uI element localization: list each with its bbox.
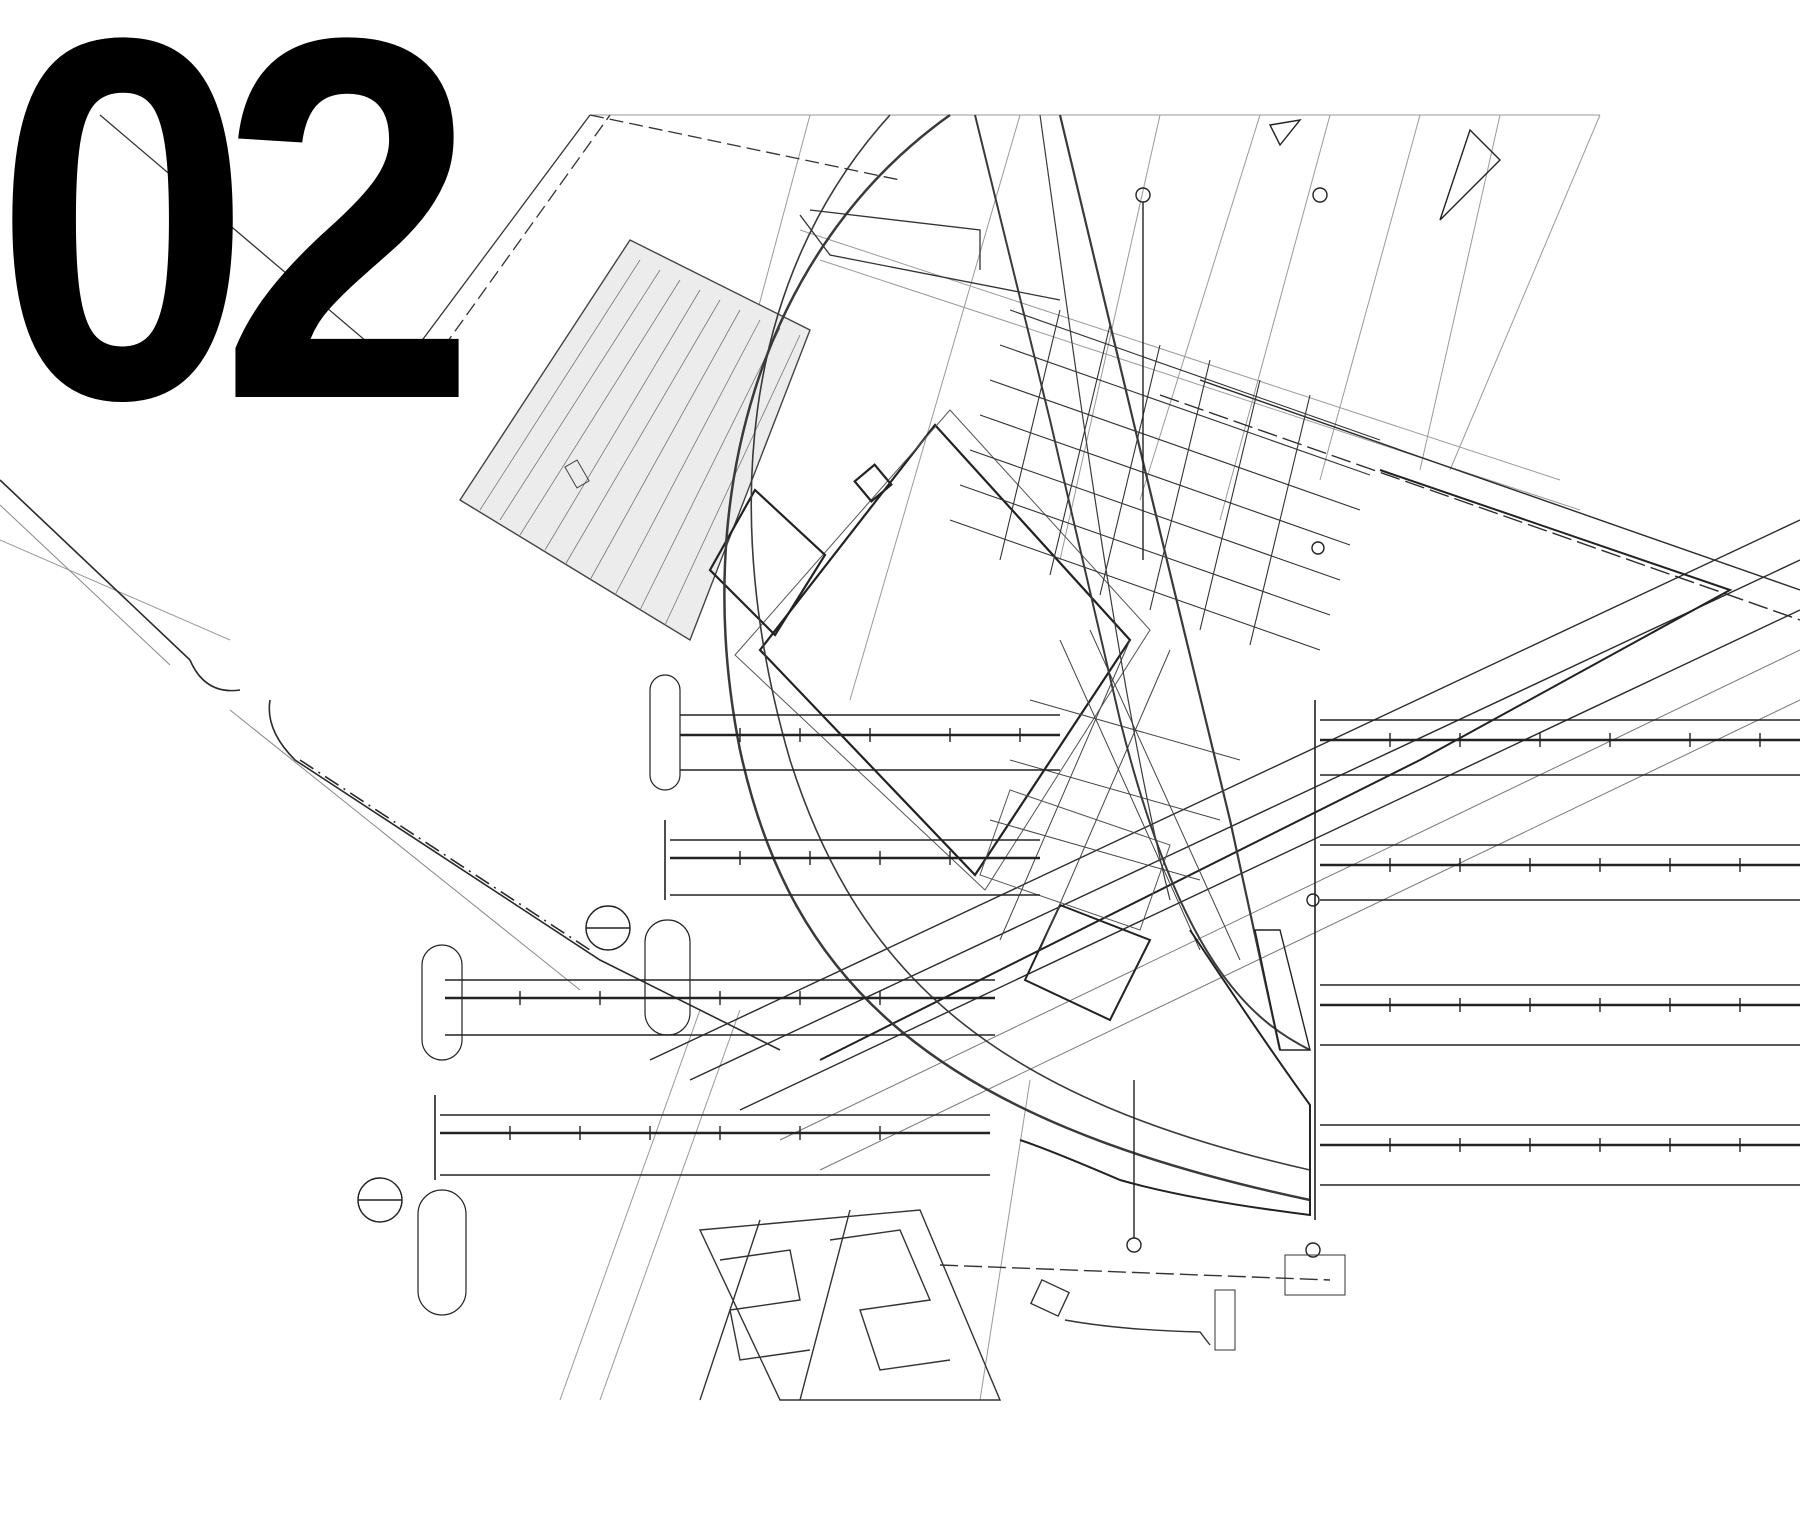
- figure-number-label: 02: [0, 0, 477, 507]
- entry-markers: [357, 119, 1501, 1258]
- structural-grid: [949, 309, 1381, 651]
- small-rotated-building: [979, 789, 1171, 1022]
- slab-column-ticks-right: [1389, 733, 1761, 1152]
- slab-column-ticks-left: [509, 728, 1021, 1140]
- sweeping-arcs: [723, 113, 1311, 1202]
- hatched-building-block: [459, 239, 811, 642]
- construction-lines: [0, 114, 1601, 1401]
- curved-road-segment: [1019, 929, 1311, 1217]
- diagonal-road: [0, 479, 781, 1051]
- main-diagonal-avenue: [649, 379, 1800, 1171]
- triangle-road-edge: [819, 469, 1733, 1061]
- slab-buildings-left: [417, 674, 1060, 1316]
- rotated-square-building: [708, 409, 1151, 891]
- slab-buildings-right: [1314, 700, 1800, 1220]
- lower-housing-cluster: [698, 1209, 1346, 1401]
- upper-boundary: [99, 114, 1061, 381]
